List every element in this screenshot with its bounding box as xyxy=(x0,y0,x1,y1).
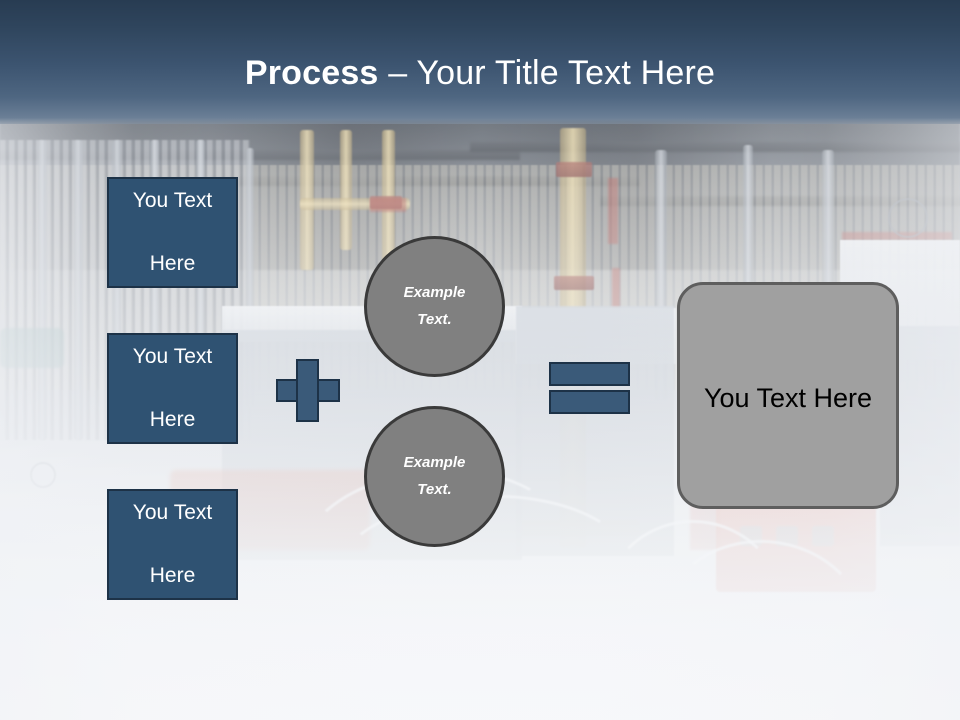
input-box-1-line2: Here xyxy=(149,252,196,276)
input-box-1-line1: You Text xyxy=(132,188,213,212)
example-circle-2-line1: Example xyxy=(403,454,466,472)
input-box-3[interactable]: You Text Here xyxy=(107,489,238,600)
example-circle-2-line2: Text. xyxy=(417,480,452,498)
input-box-2[interactable]: You Text Here xyxy=(107,333,238,444)
example-circle-1[interactable]: Example Text. xyxy=(364,236,505,377)
example-circle-2[interactable]: Example Text. xyxy=(364,406,505,547)
title-banner xyxy=(0,0,960,124)
equals-sign-icon xyxy=(549,362,630,414)
equals-bottom-bar xyxy=(549,390,630,414)
equals-top-bar xyxy=(549,362,630,386)
example-circle-1-line2: Text. xyxy=(417,310,452,328)
page-title: Process – Your Title Text Here xyxy=(0,56,960,90)
input-box-2-line2: Here xyxy=(149,408,196,432)
page-title-rest: – Your Title Text Here xyxy=(378,54,716,92)
result-box-label: You Text Here xyxy=(703,383,873,413)
input-box-2-line1: You Text xyxy=(132,344,213,368)
input-box-3-line2: Here xyxy=(149,564,196,588)
plus-center-patch xyxy=(298,381,317,400)
input-box-3-line1: You Text xyxy=(132,500,213,524)
input-box-1[interactable]: You Text Here xyxy=(107,177,238,288)
example-circle-1-line1: Example xyxy=(403,284,466,302)
plus-sign-icon xyxy=(276,359,340,422)
page-title-bold: Process xyxy=(244,54,379,92)
result-box[interactable]: You Text Here xyxy=(677,282,899,509)
